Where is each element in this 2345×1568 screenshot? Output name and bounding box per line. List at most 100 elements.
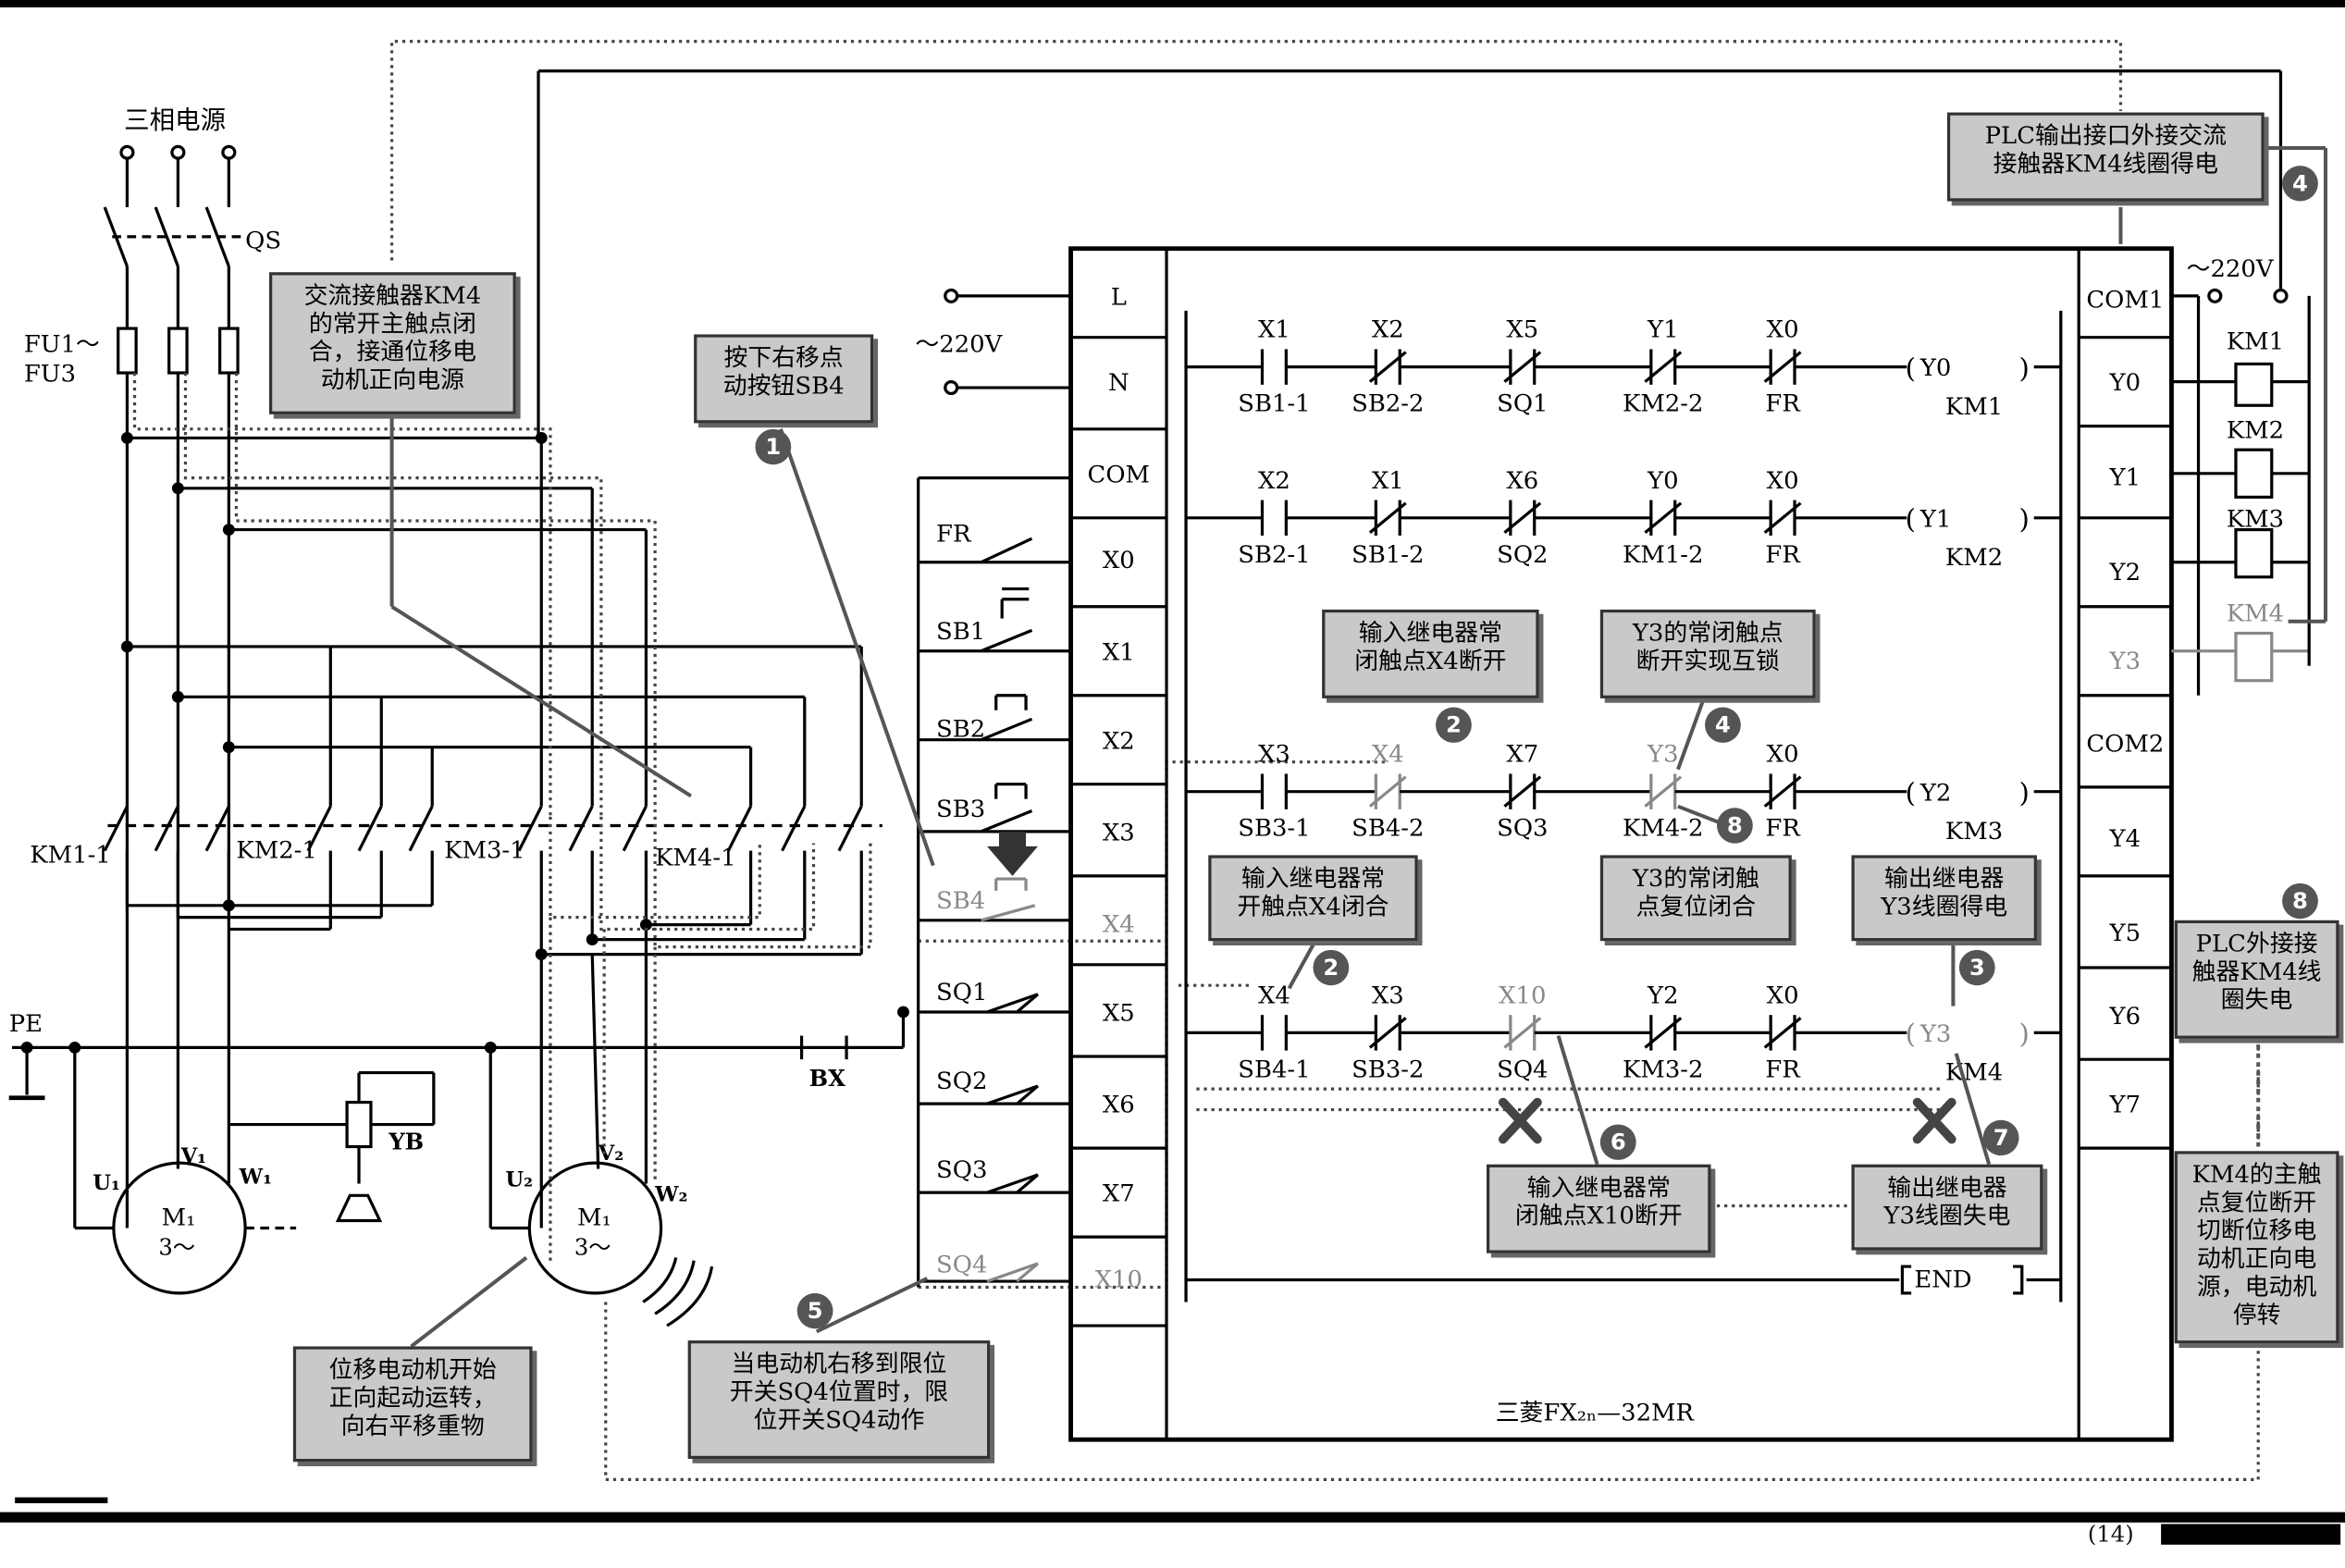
contact-address: X4 xyxy=(1258,982,1290,1010)
input-device-label: SB4 xyxy=(936,887,985,915)
km4-contact-label: KM4-1 xyxy=(655,845,735,872)
output-coil-label: KM4 xyxy=(2227,600,2284,628)
contact-device: FR xyxy=(1765,390,1800,418)
step-badge: 6 xyxy=(1599,1124,1636,1160)
power-title: 三相电源 xyxy=(124,106,226,135)
yb-label: YB xyxy=(388,1129,424,1155)
contact-device: SB3-1 xyxy=(1238,815,1310,843)
step-badge: 2 xyxy=(1436,707,1472,743)
plc-input-terminal: X4 xyxy=(1103,911,1135,939)
plc-output-terminal: COM2 xyxy=(2086,731,2164,759)
m2-u: U₂ xyxy=(505,1168,533,1192)
coil-paren: ( xyxy=(1906,1019,1916,1050)
coil-paren: ( xyxy=(1906,352,1916,384)
contact-device: SB1-2 xyxy=(1351,541,1424,569)
contact-device: KM2-2 xyxy=(1623,390,1703,418)
coil-paren: ) xyxy=(2019,503,2030,535)
plc-input-terminal: X5 xyxy=(1103,1000,1135,1028)
coil-paren: ) xyxy=(2019,352,2030,384)
coil-paren: ( xyxy=(1906,777,1916,809)
input-device-label: SQ3 xyxy=(936,1156,987,1184)
coil-paren: ) xyxy=(2019,777,2030,809)
plc-output-terminal: Y0 xyxy=(2109,369,2141,397)
end-label: END xyxy=(1914,1266,1971,1294)
contact-address: X2 xyxy=(1258,467,1290,495)
contact-address: Y3 xyxy=(1647,741,1679,769)
input-device-label: FR xyxy=(936,521,971,549)
m1-v: V₁ xyxy=(180,1144,206,1168)
plc-input-terminal: X6 xyxy=(1103,1092,1135,1119)
plc-input-terminal: X0 xyxy=(1103,547,1135,574)
page-number: (14) xyxy=(2087,1521,2134,1548)
contact-device: SB1-1 xyxy=(1238,390,1310,418)
callout-x4-no-close: 输入继电器常开触点X4闭合 xyxy=(1208,855,1418,942)
contact-address: Y1 xyxy=(1647,316,1679,344)
contact-address: X3 xyxy=(1258,741,1290,769)
contact-device: SQ1 xyxy=(1497,390,1548,418)
callout-x10-open: 输入继电器常闭触点X10断开 xyxy=(1486,1164,1711,1253)
contact-device: KM4-2 xyxy=(1623,815,1703,843)
plc-output-terminal: Y2 xyxy=(2109,559,2141,586)
coil-address: Y2 xyxy=(1919,779,1952,807)
coil-address: Y0 xyxy=(1919,354,1952,382)
coil-device: KM3 xyxy=(1945,818,2003,846)
m1-w: W₁ xyxy=(239,1166,272,1190)
input-device-label: SB3 xyxy=(936,796,985,823)
contact-device: SB2-2 xyxy=(1351,390,1424,418)
input-device-label: SB2 xyxy=(936,716,985,744)
plc-output-terminal: COM1 xyxy=(2086,287,2164,315)
bx-label: BX xyxy=(809,1065,846,1092)
m2-w: W₂ xyxy=(654,1183,687,1207)
supply-left-label: ～220V xyxy=(915,331,1002,359)
plc-input-terminal: L xyxy=(1111,284,1127,312)
fuse-label-1: FU1～ xyxy=(24,331,100,359)
contact-address: X2 xyxy=(1372,316,1404,344)
output-coil-label: KM2 xyxy=(2227,417,2284,445)
contact-address: X4 xyxy=(1372,741,1404,769)
contact-address: X7 xyxy=(1506,741,1538,769)
contact-device: SB2-1 xyxy=(1238,541,1310,569)
plc-output-terminal: Y6 xyxy=(2109,1003,2141,1031)
coil-device: KM4 xyxy=(1945,1059,2003,1087)
m1-u: U₁ xyxy=(93,1171,120,1195)
m2-v: V₂ xyxy=(598,1142,623,1166)
contact-address: X0 xyxy=(1767,982,1799,1010)
coil-paren: ) xyxy=(2019,1019,2030,1050)
callout-plc-output-km4: PLC输出接口外接交流接触器KM4线圈得电 xyxy=(1946,112,2265,202)
callout-plc-km4-off: PLC外接接触器KM4线圈失电 xyxy=(2174,920,2339,1039)
m2-name: M₁ xyxy=(577,1204,611,1231)
coil-device: KM1 xyxy=(1945,393,2003,421)
fuse-label-2: FU3 xyxy=(24,361,76,389)
plc-input-terminal: X1 xyxy=(1103,638,1135,666)
plc-input-terminal: COM xyxy=(1088,462,1150,489)
m1-name: M₁ xyxy=(162,1204,196,1231)
callout-motor-start: 位移电动机开始正向起动运转，向右平移重物 xyxy=(292,1346,533,1463)
plc-model: 三菱FX₂ₙ—32MR xyxy=(1496,1400,1695,1427)
callout-sq4-action: 当电动机右移到限位开关SQ4位置时，限位开关SQ4动作 xyxy=(687,1340,991,1460)
coil-paren: ( xyxy=(1906,503,1916,535)
step-badge: 5 xyxy=(796,1292,833,1329)
callout-km4-reset: KM4的主触点复位断开切断位移电动机正向电源，电动机停转 xyxy=(2174,1151,2339,1344)
input-device-label: SQ2 xyxy=(936,1068,987,1095)
contact-address: X1 xyxy=(1258,316,1290,344)
output-coil-label: KM3 xyxy=(2227,506,2284,534)
supply-right-label: ～220V xyxy=(2187,255,2274,283)
input-device-label: SB1 xyxy=(936,618,985,646)
